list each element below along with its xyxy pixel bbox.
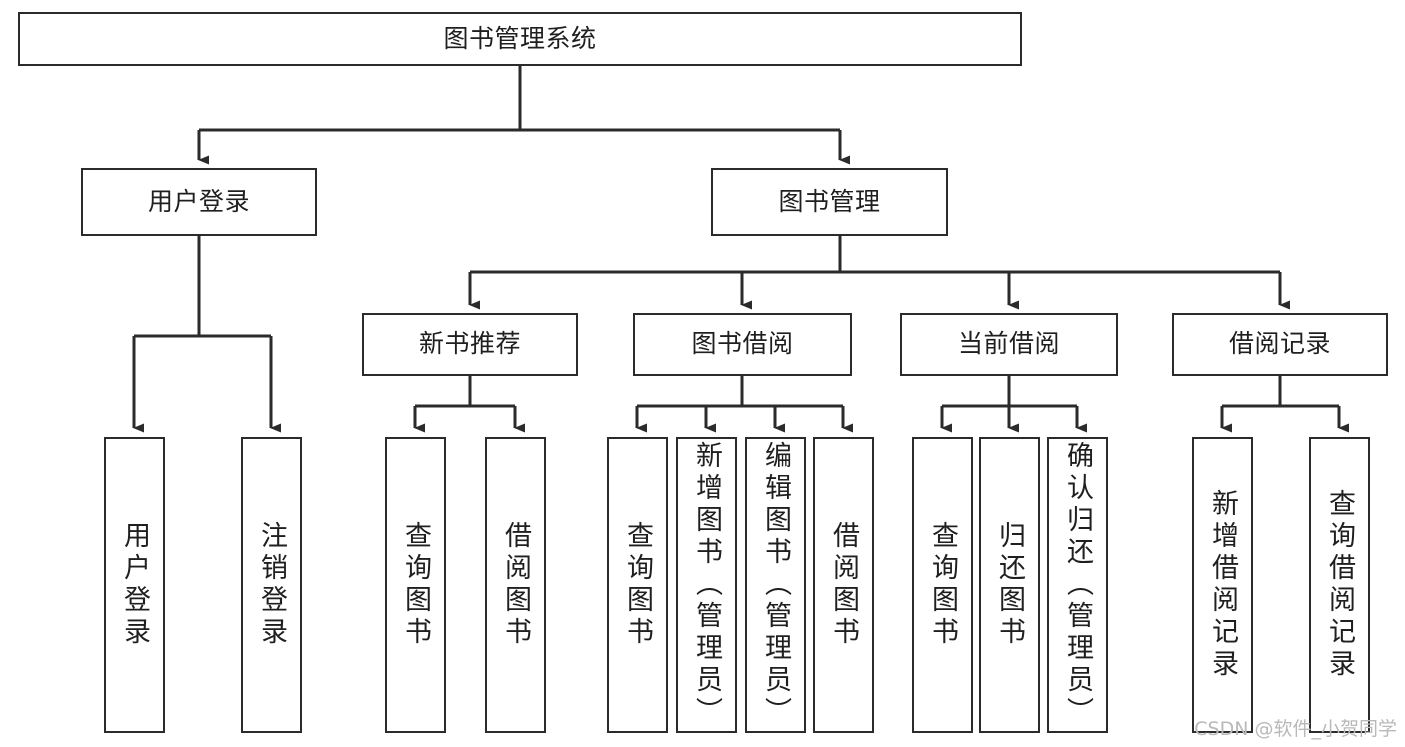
node-leaf-query-book-1-label: 查询图书 (401, 521, 431, 649)
node-borrow-record[interactable]: 借阅记录 (1172, 313, 1388, 376)
node-leaf-borrow-book-1-label: 借阅图书 (501, 521, 531, 649)
node-leaf-return-book-label: 归还图书 (995, 521, 1025, 649)
node-leaf-query-book-3[interactable]: 查询图书 (912, 437, 973, 733)
node-leaf-user-login-label: 用户登录 (120, 521, 150, 649)
node-book-manage[interactable]: 图书管理 (711, 168, 948, 236)
node-leaf-query-record-label: 查询借阅记录 (1325, 489, 1355, 681)
node-leaf-confirm-return-label: 确认归还（管理员） (1063, 441, 1093, 729)
node-leaf-query-book-2-label: 查询图书 (623, 521, 653, 649)
node-leaf-edit-book-label: 编辑图书（管理员） (761, 441, 791, 729)
node-book-manage-label: 图书管理 (778, 187, 881, 216)
node-leaf-borrow-book-1[interactable]: 借阅图书 (485, 437, 546, 733)
node-user-login-label: 用户登录 (147, 187, 250, 216)
node-leaf-add-book[interactable]: 新增图书（管理员） (676, 437, 737, 733)
node-leaf-query-book-2[interactable]: 查询图书 (607, 437, 668, 733)
node-new-book-recommend[interactable]: 新书推荐 (362, 313, 578, 376)
node-leaf-logout-login-label: 注销登录 (257, 521, 287, 649)
node-leaf-query-record[interactable]: 查询借阅记录 (1309, 437, 1370, 733)
node-leaf-query-book-1[interactable]: 查询图书 (385, 437, 446, 733)
node-root-label: 图书管理系统 (443, 24, 597, 53)
node-leaf-logout-login[interactable]: 注销登录 (241, 437, 302, 733)
watermark-text: CSDN @软件_小贺同学 (1194, 718, 1397, 740)
node-root[interactable]: 图书管理系统 (18, 12, 1022, 66)
node-leaf-user-login[interactable]: 用户登录 (104, 437, 165, 733)
node-leaf-return-book[interactable]: 归还图书 (979, 437, 1040, 733)
node-book-borrow-label: 图书借阅 (691, 330, 794, 358)
node-leaf-borrow-book-2[interactable]: 借阅图书 (813, 437, 874, 733)
node-current-borrow[interactable]: 当前借阅 (900, 313, 1118, 376)
node-leaf-borrow-book-2-label: 借阅图书 (829, 521, 859, 649)
node-leaf-query-book-3-label: 查询图书 (928, 521, 958, 649)
node-borrow-record-label: 借阅记录 (1228, 330, 1331, 358)
node-book-borrow[interactable]: 图书借阅 (633, 313, 852, 376)
node-new-book-recommend-label: 新书推荐 (418, 330, 521, 358)
node-leaf-edit-book[interactable]: 编辑图书（管理员） (745, 437, 806, 733)
node-leaf-confirm-return[interactable]: 确认归还（管理员） (1047, 437, 1108, 733)
node-leaf-add-record[interactable]: 新增借阅记录 (1192, 437, 1253, 733)
node-leaf-add-book-label: 新增图书（管理员） (692, 441, 722, 729)
node-leaf-add-record-label: 新增借阅记录 (1208, 489, 1238, 681)
node-current-borrow-label: 当前借阅 (957, 330, 1060, 358)
node-user-login[interactable]: 用户登录 (81, 168, 317, 236)
